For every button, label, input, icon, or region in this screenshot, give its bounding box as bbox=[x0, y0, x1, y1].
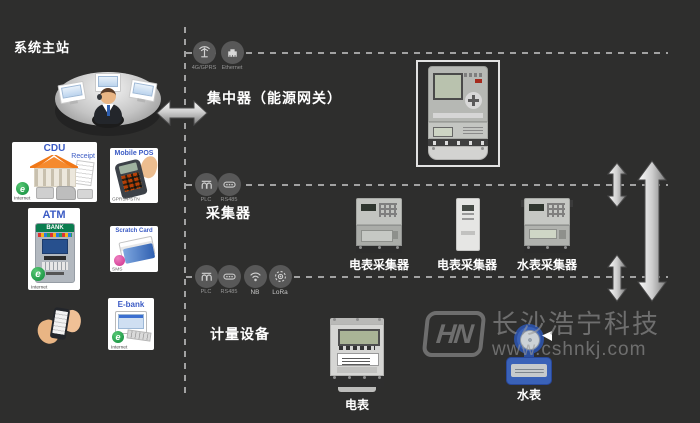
comm-4g-gprs: 4G/GPRS bbox=[189, 41, 219, 71]
operator-avatar bbox=[91, 86, 125, 130]
comm-rs485-label: RS485 bbox=[220, 197, 238, 203]
comm-plc-metering: PLC bbox=[191, 265, 221, 295]
concentrator-lcd bbox=[433, 73, 463, 100]
ethernet-icon bbox=[220, 41, 244, 64]
printer-device bbox=[77, 189, 93, 199]
concentrator-device-image bbox=[416, 60, 500, 167]
atm-card: ATM BANK e Internet bbox=[28, 208, 80, 290]
keyboard-image bbox=[126, 329, 152, 342]
antenna-icon bbox=[192, 41, 216, 64]
scratch-channel-label: SMS bbox=[112, 267, 123, 272]
comm-nb: NB bbox=[240, 265, 270, 296]
e-internet-icon: e bbox=[112, 331, 124, 343]
energy-meter-nameplate bbox=[337, 353, 379, 366]
system-master-label: 系统主站 bbox=[14, 40, 71, 55]
wifi-icon bbox=[243, 265, 267, 288]
mobile-pos-card: Mobile POS GPRS/PSTN bbox=[110, 148, 158, 203]
watermark: HN 长沙浩宁科技 www.cshnkj.com bbox=[421, 309, 661, 360]
company-website: www.cshnkj.com bbox=[492, 339, 647, 360]
water-meter-label: 水表 bbox=[516, 388, 541, 402]
comm-lora-label: LoRa bbox=[272, 289, 288, 296]
water-meter-body bbox=[506, 357, 552, 385]
metering-level-line bbox=[186, 276, 668, 278]
master-link-arrow bbox=[156, 99, 208, 127]
concentrator-led bbox=[475, 79, 482, 83]
monitor-image bbox=[115, 311, 147, 334]
scratch-card-title: Scratch Card bbox=[115, 228, 153, 234]
master-station-image bbox=[55, 72, 161, 138]
mobile-pos-channel-label: GPRS/PSTN bbox=[112, 197, 140, 202]
concentrator-label: 集中器（能源网关） bbox=[207, 90, 342, 106]
kiosk-building-body bbox=[34, 168, 76, 187]
collector2-lcd bbox=[462, 205, 474, 211]
water-meter-device-image bbox=[504, 324, 554, 387]
collector3-device-image bbox=[521, 198, 573, 255]
sms-icon bbox=[114, 255, 125, 266]
collector-level-line bbox=[186, 184, 668, 186]
concentrator-sub-lcd bbox=[433, 127, 453, 137]
cdu-card: CDU Receipt e Internet bbox=[12, 142, 97, 202]
water-meter-dial bbox=[514, 324, 544, 354]
collector1-device-image bbox=[356, 198, 402, 255]
cdu-channel-label: Internet bbox=[14, 196, 31, 201]
comm-rs485-metering: RS485 bbox=[214, 265, 244, 295]
backbone-vertical-line bbox=[184, 27, 186, 393]
metering-updown-arrow bbox=[607, 254, 627, 302]
energy-meter-lcd bbox=[338, 329, 380, 346]
printer-device bbox=[56, 186, 76, 200]
comm-ethernet: Ethernet bbox=[217, 41, 247, 71]
cdu-title: CDU bbox=[43, 143, 66, 154]
energy-meter-label: 电表 bbox=[344, 398, 369, 412]
concentrator-dpad bbox=[465, 92, 482, 109]
comm-rs485-collector: RS485 bbox=[214, 173, 244, 203]
headset-icon bbox=[97, 94, 102, 100]
cursor-icon bbox=[542, 331, 552, 341]
comm-lora: LoRa bbox=[265, 265, 295, 296]
e-internet-icon: e bbox=[31, 267, 45, 281]
mobile-pos-title: Mobile POS bbox=[114, 150, 154, 157]
ebank-card: E-bank e Internet bbox=[108, 298, 154, 350]
kiosk-building-roof-fill bbox=[35, 157, 73, 168]
printer-device bbox=[36, 187, 54, 199]
atm-channel-label: Internet bbox=[31, 285, 48, 290]
collector2-label: 电表采集器 bbox=[436, 258, 497, 272]
plc-icon bbox=[194, 173, 218, 196]
mobile-phone-image bbox=[34, 306, 84, 348]
collector-updown-arrow bbox=[607, 162, 627, 208]
atm-bank-sign: BANK bbox=[36, 224, 74, 232]
comm-plc-label: PLC bbox=[200, 289, 212, 295]
comm-plc-label: PLC bbox=[200, 197, 212, 203]
comm-ethernet-label: Ethernet bbox=[221, 65, 243, 71]
concentrator-level-line bbox=[186, 52, 668, 54]
company-name: 长沙浩宁科技 bbox=[492, 309, 661, 339]
plc-icon bbox=[194, 265, 218, 288]
cdu-receipt-label: Receipt bbox=[71, 153, 95, 160]
phone-device bbox=[49, 306, 71, 341]
receipt-paper bbox=[73, 159, 95, 187]
collector1-lcd bbox=[361, 204, 376, 211]
collector-label: 采集器 bbox=[206, 205, 251, 221]
company-logo: HN bbox=[421, 311, 487, 357]
comm-plc-collector: PLC bbox=[191, 173, 221, 203]
scratch-card: Scratch Card SMS bbox=[110, 226, 158, 272]
rs485-icon bbox=[217, 173, 241, 196]
atm-machine: BANK bbox=[35, 223, 75, 283]
collector3-lcd bbox=[529, 204, 544, 211]
comm-rs485-label: RS485 bbox=[220, 289, 238, 295]
atm-title: ATM bbox=[42, 209, 66, 221]
rs485-icon bbox=[217, 265, 241, 288]
collector3-label: 水表采集器 bbox=[516, 258, 577, 272]
lora-icon bbox=[268, 265, 292, 288]
ebank-title: E-bank bbox=[117, 300, 145, 309]
comm-nb-label: NB bbox=[250, 289, 260, 296]
full-span-updown-arrow bbox=[637, 160, 667, 302]
energy-meter-device-image bbox=[330, 318, 384, 394]
metering-label: 计量设备 bbox=[210, 326, 270, 342]
e-internet-icon: e bbox=[16, 182, 29, 195]
comm-4g-gprs-label: 4G/GPRS bbox=[191, 65, 217, 71]
collector1-label: 电表采集器 bbox=[348, 258, 409, 272]
collector2-device-image bbox=[456, 198, 480, 251]
ebank-channel-label: Internet bbox=[111, 345, 128, 350]
